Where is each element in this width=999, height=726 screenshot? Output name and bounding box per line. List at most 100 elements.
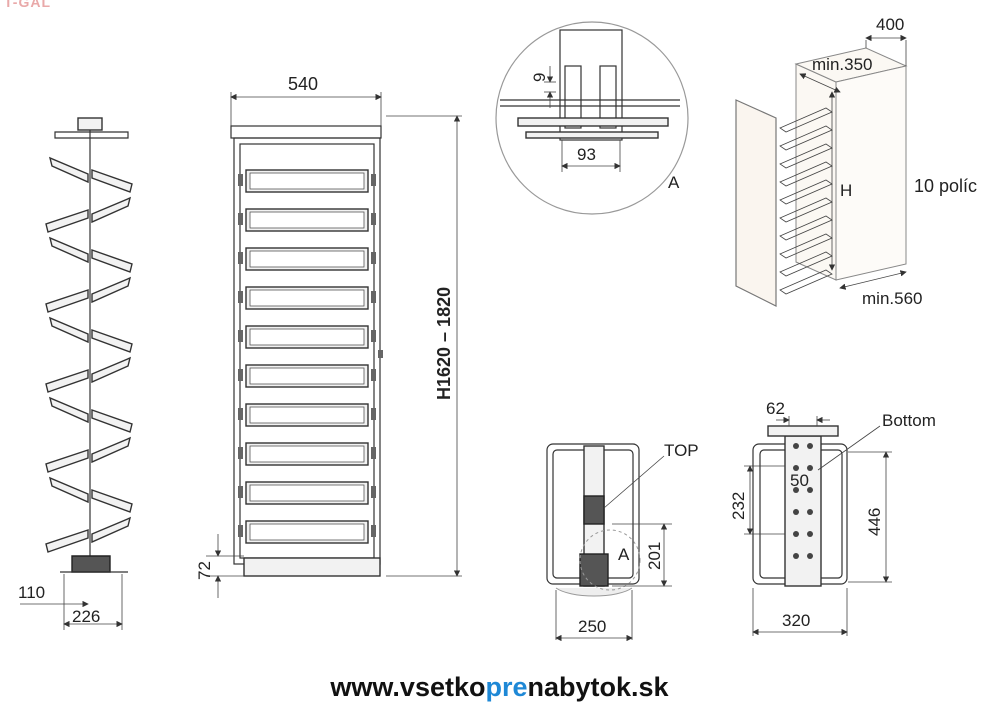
front-height-dim: H1620 – 1820 xyxy=(434,287,454,400)
website-url[interactable]: www.vsetkoprenabytok.sk xyxy=(0,672,999,703)
detail-a-gap-dim: 9 xyxy=(530,73,549,82)
bottom-view: 62 Bottom 50 232 446 320 xyxy=(729,399,936,636)
cabinet-3d-view: 400 min.350 H min.560 10 políc xyxy=(735,15,977,308)
side-rack-view: 110 226 xyxy=(18,117,133,630)
side-rack-shelf xyxy=(91,276,132,304)
front-basket-clip xyxy=(371,525,376,537)
front-basket-clip xyxy=(371,486,376,498)
brand-text: T-GAL xyxy=(4,0,51,10)
bottom-view-hole xyxy=(807,487,813,493)
side-rack-shelf xyxy=(91,436,132,464)
side-rack-shelf xyxy=(91,489,133,513)
side-rack-shelf xyxy=(91,196,132,224)
front-basket-clip xyxy=(238,525,243,537)
side-rack-shelf xyxy=(91,356,132,384)
front-basket-inner xyxy=(249,523,365,541)
cabinet-height-label: H xyxy=(840,181,852,200)
side-rack-width-dim: 226 xyxy=(72,607,100,626)
bottom-view-hole xyxy=(807,443,813,449)
cabinet-door xyxy=(735,99,777,307)
detail-a-view: 9 93 A xyxy=(495,21,689,215)
cabinet-depth-dim: 400 xyxy=(876,15,904,34)
side-rack-top-plate xyxy=(54,131,129,139)
bottom-view-right-dim: 446 xyxy=(865,508,884,536)
side-rack-depth-dim: 110 xyxy=(18,583,45,602)
top-view-label: TOP xyxy=(664,441,699,460)
front-basket-clip xyxy=(371,408,376,420)
bottom-view-hole xyxy=(793,553,799,559)
front-basket-clip xyxy=(371,213,376,225)
front-basket-clip xyxy=(371,252,376,264)
front-base xyxy=(243,557,381,577)
front-basket-clip xyxy=(371,174,376,186)
side-rack-shelf xyxy=(45,289,89,313)
front-width-dim: 540 xyxy=(288,74,318,94)
bottom-view-hole xyxy=(807,531,813,537)
front-basket-inner xyxy=(249,250,365,268)
side-rack-shelf xyxy=(48,396,89,424)
side-rack-shelf xyxy=(45,369,89,393)
cabinet-min-width: min.350 xyxy=(812,55,872,74)
front-basket-clip xyxy=(238,174,243,186)
side-rack-shelf xyxy=(91,169,133,193)
front-basket-inner xyxy=(249,211,365,229)
front-basket-clip xyxy=(238,447,243,459)
bottom-view-left-dim: 232 xyxy=(729,492,748,520)
cabinet-shelf xyxy=(779,269,833,295)
url-prefix: www.vsetko xyxy=(330,672,486,702)
bottom-view-hole xyxy=(793,443,799,449)
bottom-view-hole xyxy=(793,509,799,515)
front-basket-clip xyxy=(371,291,376,303)
front-basket-clip xyxy=(371,369,376,381)
front-handle xyxy=(378,350,383,358)
front-basket-inner xyxy=(249,289,365,307)
brand-watermark: T-GAL xyxy=(4,0,51,10)
bottom-view-hole xyxy=(807,553,813,559)
cabinet-shelves-note: 10 políc xyxy=(914,176,977,196)
front-basket-clip xyxy=(238,369,243,381)
side-rack-shelf xyxy=(91,516,132,544)
front-basket-inner xyxy=(249,406,365,424)
top-view-detail-label: A xyxy=(618,545,630,564)
side-rack-shelf xyxy=(91,249,133,273)
side-rack-shelf xyxy=(45,449,89,473)
side-rack-shelf xyxy=(45,529,89,553)
front-basket-clip xyxy=(238,330,243,342)
front-baskets xyxy=(238,169,376,544)
side-rack-shelf xyxy=(45,209,89,233)
side-rack-base xyxy=(71,555,111,573)
front-basket-inner xyxy=(249,172,365,190)
front-basket-clip xyxy=(238,213,243,225)
side-rack-shelf xyxy=(48,156,89,184)
bottom-view-holes xyxy=(793,443,813,559)
front-basket-inner xyxy=(249,367,365,385)
bottom-view-hole xyxy=(807,465,813,471)
bottom-view-label: Bottom xyxy=(882,411,936,430)
front-basket-inner xyxy=(249,484,365,502)
bottom-view-top-dim: 62 xyxy=(766,399,785,418)
front-top-plate xyxy=(230,125,382,139)
bottom-view-hole xyxy=(793,465,799,471)
detail-a-width-dim: 93 xyxy=(577,145,596,164)
front-basket-clip xyxy=(238,408,243,420)
bottom-view-width-dim: 320 xyxy=(782,611,810,630)
front-basket-inner xyxy=(249,445,365,463)
top-view: TOP 201 A 250 xyxy=(546,441,699,642)
top-view-offset-dim: 201 xyxy=(645,542,664,570)
bottom-view-inner-dim: 50 xyxy=(790,471,809,490)
front-basket-clip xyxy=(238,291,243,303)
side-rack-top-cap xyxy=(77,117,103,131)
bottom-view-hole xyxy=(793,487,799,493)
side-rack-shelf xyxy=(91,409,133,433)
bottom-view-hole xyxy=(807,509,813,515)
url-highlight: pre xyxy=(485,672,528,702)
side-rack-shelf xyxy=(48,476,89,504)
front-basket-clip xyxy=(238,486,243,498)
side-rack-shelf xyxy=(48,236,89,264)
front-basket-clip xyxy=(238,252,243,264)
detail-a-circle xyxy=(495,21,689,215)
front-base-dim: 72 xyxy=(195,561,214,580)
top-view-width-dim: 250 xyxy=(578,617,606,636)
bottom-view-hole xyxy=(793,531,799,537)
detail-a-label: A xyxy=(668,173,680,192)
